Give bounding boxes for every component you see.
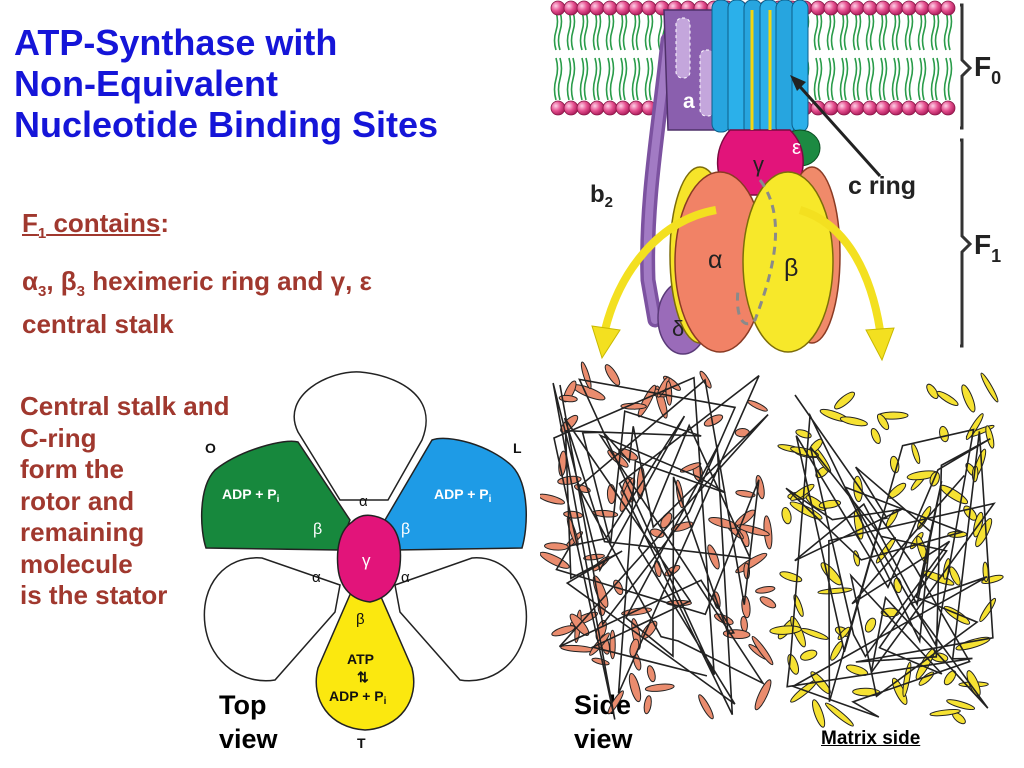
alpha-label-left: α xyxy=(312,569,321,586)
stalk-line: Central stalk and xyxy=(20,391,230,421)
alpha-symbol: α xyxy=(22,266,38,296)
matrix-side-label: Matrix side xyxy=(821,728,921,749)
a-subunit-helix xyxy=(675,17,691,79)
page-title: ATP-Synthase with Non-Equivalent Nucleot… xyxy=(14,22,574,145)
top-view-line-2: view xyxy=(219,724,278,754)
beta-subscript: 3 xyxy=(76,283,85,301)
yellow-arrow-right xyxy=(798,206,884,331)
c-ring xyxy=(711,0,809,137)
beta-label-green: β xyxy=(313,521,322,538)
stalk-line: rotor and xyxy=(20,485,135,516)
title-line-2: Non-Equivalent xyxy=(14,63,279,104)
stalk-line: molecule xyxy=(20,548,133,579)
f1-heading: F1 contains: xyxy=(22,208,169,242)
top-view-diagram: O L T ADP + Pi ADP + Pi β β β α α α γ AT… xyxy=(200,371,528,751)
composition-text: α3, β3 heximeric ring and γ, ε central s… xyxy=(22,265,542,341)
f1-bracket xyxy=(960,138,973,348)
f1-subscript: 1 xyxy=(37,225,47,243)
alpha-subscript: 3 xyxy=(37,283,47,301)
yellow-beta-lobe xyxy=(315,589,415,731)
side-view-line-2: view xyxy=(574,724,633,754)
label-a: a xyxy=(683,90,695,113)
yellow-site-adp-label: ADP + Pi xyxy=(329,688,387,707)
alpha-label-top: α xyxy=(359,493,368,510)
stalk-line: form the xyxy=(20,454,124,484)
alpha-label-right: α xyxy=(401,569,410,586)
blue-beta-lobe xyxy=(384,437,528,551)
beta-label-yellow: β xyxy=(356,611,365,628)
beta-symbol: , β xyxy=(46,266,77,296)
title-line-1: ATP-Synthase with xyxy=(14,22,338,63)
stalk-line: is the stator xyxy=(20,580,168,610)
label-epsilon: ε xyxy=(792,137,801,159)
equilibrium-arrows: ⇅ xyxy=(357,669,369,685)
protein-ribbon-structures xyxy=(540,361,1004,728)
stalk-line: remaining xyxy=(20,517,145,547)
corner-label-l: L xyxy=(513,440,522,456)
alpha-subunit-ribbon xyxy=(540,361,777,720)
stalk-line: C-ring xyxy=(20,422,97,453)
beta-label-blue: β xyxy=(401,521,410,538)
yellow-arrowhead-right xyxy=(865,327,895,362)
label-beta: β xyxy=(784,254,798,282)
yellow-arrowhead-left xyxy=(591,325,621,360)
green-site-label: ADP + Pi xyxy=(222,486,280,505)
composition-line-1: α3, β3 heximeric ring and γ, ε xyxy=(22,265,542,308)
alpha-lobe-left xyxy=(203,557,341,682)
composition-line-2: central stalk xyxy=(22,309,174,340)
f1-contains-text: contains xyxy=(46,208,161,238)
top-view-label: Top view xyxy=(219,688,278,756)
c-ring-arrowhead xyxy=(790,75,806,91)
gamma-stalk xyxy=(750,10,772,130)
yellow-arrow-left xyxy=(601,206,717,331)
blue-site-label: ADP + Pi xyxy=(434,486,492,505)
alpha-lobe-right xyxy=(394,557,528,682)
f1-letter: F xyxy=(22,208,38,238)
f0-bracket xyxy=(960,3,973,130)
corner-label-o: O xyxy=(205,440,216,456)
green-beta-lobe xyxy=(200,440,351,551)
f1-heading-underlined: F1 contains xyxy=(22,208,161,242)
label-b2: b2 xyxy=(590,181,613,211)
label-c-ring: c ring xyxy=(848,172,916,200)
beta-subunit-ribbon xyxy=(769,372,1004,728)
label-delta: δ xyxy=(672,316,684,341)
alpha-lobe-top xyxy=(293,371,427,501)
gamma-center xyxy=(336,514,402,603)
b2-subunit-highlight xyxy=(643,36,672,324)
gamma-label: γ xyxy=(362,551,371,570)
atp-label: ATP xyxy=(347,651,374,667)
f1-colon: : xyxy=(160,208,170,238)
label-f1: F1 xyxy=(974,229,1001,266)
top-view-line-1: Top xyxy=(219,690,267,720)
atp-synthase-structure: a γ ε b2 c ring α β δ F0 F1 xyxy=(550,0,1001,362)
label-alpha: α xyxy=(708,246,722,274)
corner-label-t: T xyxy=(357,735,366,751)
c-ring-pointer xyxy=(792,78,882,178)
label-f0: F0 xyxy=(974,51,1001,88)
label-gamma: γ xyxy=(753,152,764,177)
gamma-dashed-axis xyxy=(735,179,778,326)
title-line-3: Nucleotide Binding Sites xyxy=(14,104,439,145)
composition-rest: heximeric ring and γ, ε xyxy=(85,266,372,296)
rotor-stator-text: Central stalk and C-ring form the rotor … xyxy=(20,391,320,612)
